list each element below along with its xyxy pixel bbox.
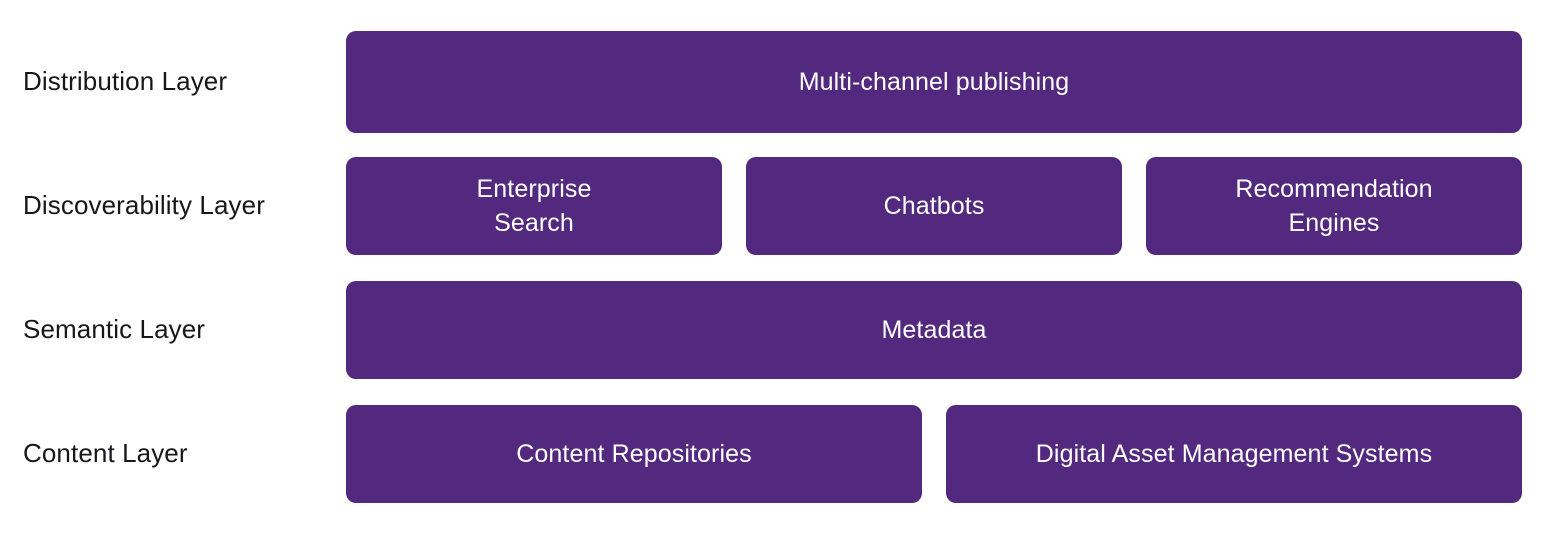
layer-row-distribution: Distribution Layer Multi-channel publish… (0, 31, 1542, 133)
node-content-repositories[interactable]: Content Repositories (346, 405, 922, 503)
node-digital-asset-management-systems[interactable]: Digital Asset Management Systems (946, 405, 1522, 503)
layer-label-discoverability: Discoverability Layer (23, 190, 265, 221)
layer-boxes-discoverability: Enterprise Search Chatbots Recommendatio… (346, 157, 1542, 255)
layer-boxes-distribution: Multi-channel publishing (346, 31, 1542, 133)
node-enterprise-search[interactable]: Enterprise Search (346, 157, 722, 255)
layer-boxes-semantic: Metadata (346, 281, 1542, 379)
node-chatbots[interactable]: Chatbots (746, 157, 1122, 255)
node-metadata[interactable]: Metadata (346, 281, 1522, 379)
layer-row-semantic: Semantic Layer Metadata (0, 281, 1542, 379)
layer-label-distribution: Distribution Layer (23, 66, 228, 97)
layer-boxes-content: Content Repositories Digital Asset Manag… (346, 405, 1542, 503)
layer-label-content: Content Layer (23, 438, 188, 469)
node-multi-channel-publishing[interactable]: Multi-channel publishing (346, 31, 1522, 133)
layer-label-semantic: Semantic Layer (23, 314, 206, 345)
layer-row-discoverability: Discoverability Layer Enterprise Search … (0, 157, 1542, 255)
node-recommendation-engines[interactable]: Recommendation Engines (1146, 157, 1522, 255)
layer-row-content: Content Layer Content Repositories Digit… (0, 405, 1542, 503)
